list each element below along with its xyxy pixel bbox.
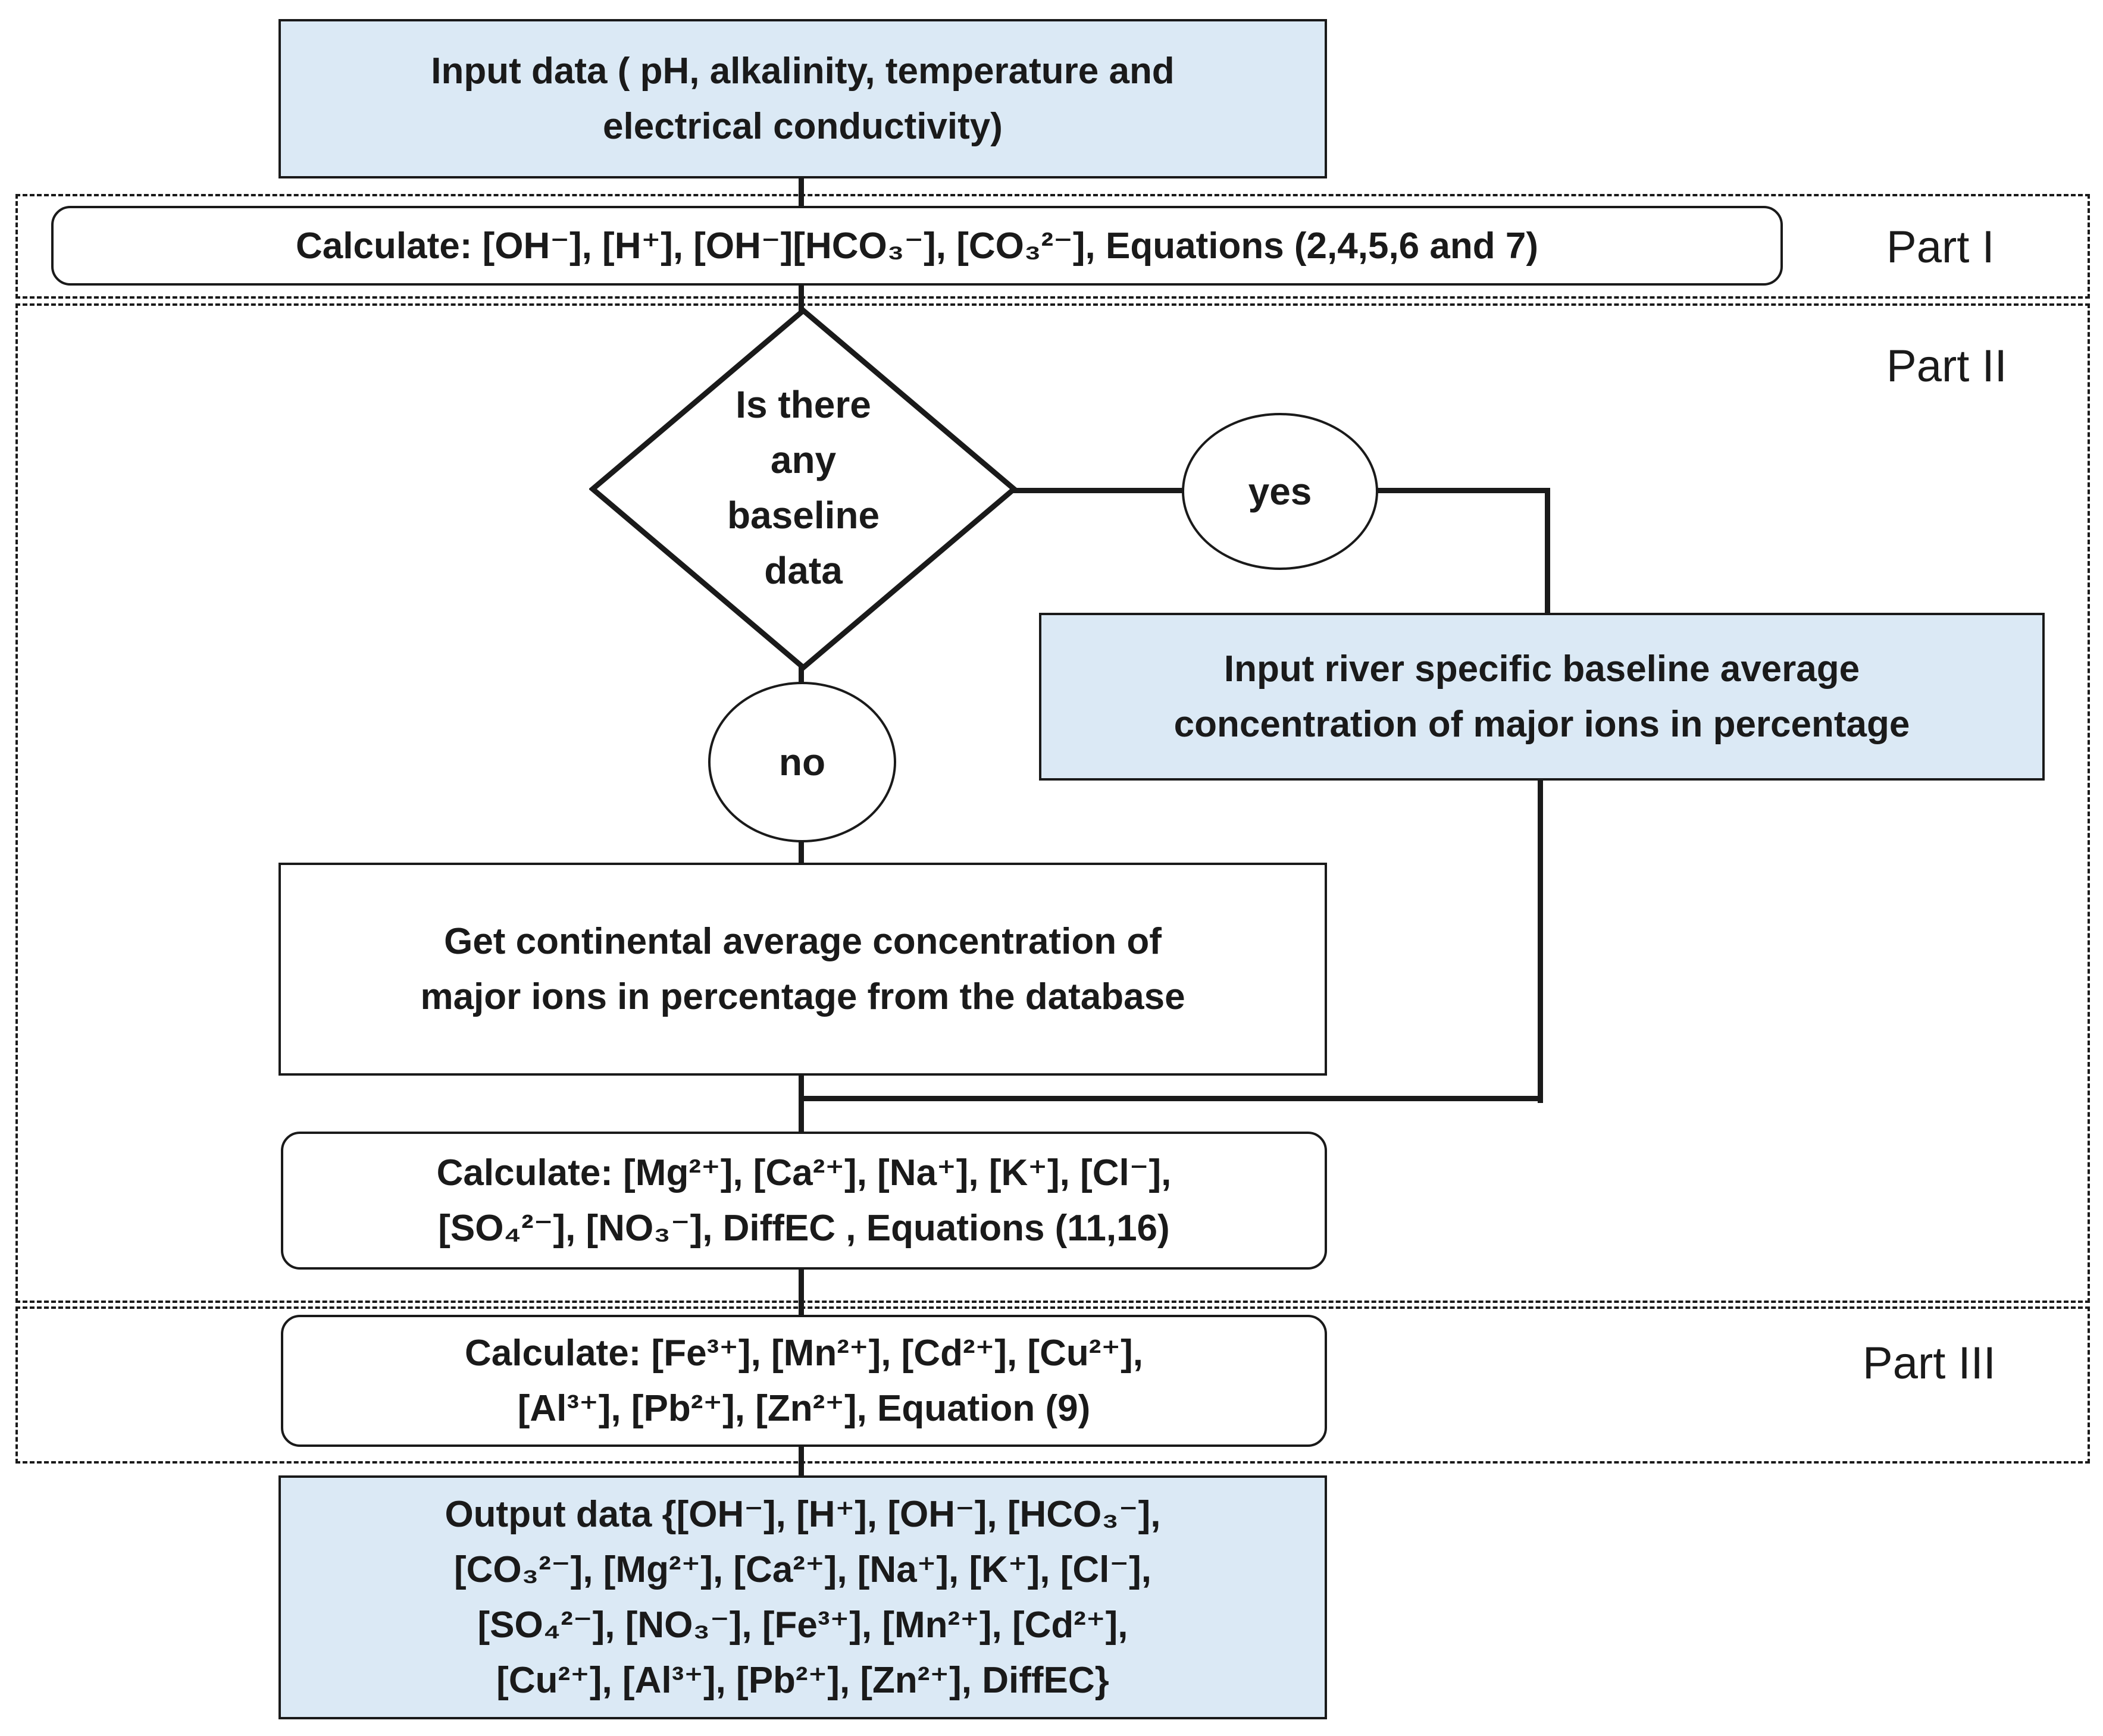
connector-baseline-down xyxy=(1538,779,1543,1103)
continental-average-line2: major ions in percentage from the databa… xyxy=(420,976,1185,1017)
output-data-line3: [SO₄²⁻], [NO₃⁻], [Fe³⁺], [Mn²⁺], [Cd²⁺], xyxy=(477,1605,1128,1646)
output-data-line2: [CO₃²⁻], [Mg²⁺], [Ca²⁺], [Na⁺], [K⁺], [C… xyxy=(453,1549,1151,1590)
no-ellipse: no xyxy=(708,682,896,842)
decision-text: Is there any baseline data xyxy=(678,369,928,607)
decision-line3: baseline xyxy=(727,494,880,537)
connector-decision-to-no xyxy=(799,665,804,687)
connector-yes-right xyxy=(1377,488,1550,493)
input-data-box: Input data ( pH, alkalinity, temperature… xyxy=(278,19,1327,178)
calculate-part1-box: Calculate: [OH⁻], [H⁺], [OH⁻][HCO₃⁻], [C… xyxy=(51,206,1783,286)
connector-yes-down xyxy=(1545,488,1550,613)
part2-section xyxy=(15,303,2090,1303)
connector-decision-to-yes xyxy=(1013,488,1185,493)
connector-continental-to-calc2 xyxy=(799,1073,804,1133)
yes-ellipse: yes xyxy=(1182,413,1378,570)
calculate-part2-line2: [SO₄²⁻], [NO₃⁻], DiffEC , Equations (11,… xyxy=(438,1208,1170,1249)
connector-calc3-to-output xyxy=(799,1443,804,1477)
connector-calc1-to-decision xyxy=(799,283,804,313)
connector-merge-horizontal xyxy=(799,1096,1543,1101)
output-data-line4: [Cu²⁺], [Al³⁺], [Pb²⁺], [Zn²⁺], DiffEC} xyxy=(496,1660,1109,1701)
decision-line2: any xyxy=(770,438,837,482)
output-data-line1: Output data {[OH⁻], [H⁺], [OH⁻], [HCO₃⁻]… xyxy=(445,1494,1161,1535)
calculate-part3-line1: Calculate: [Fe³⁺], [Mn²⁺], [Cd²⁺], [Cu²⁺… xyxy=(465,1333,1143,1374)
calculate-part2-line1: Calculate: [Mg²⁺], [Ca²⁺], [Na⁺], [K⁺], … xyxy=(436,1152,1172,1193)
part3-label: Part III xyxy=(1863,1338,1996,1389)
calculate-part2-box: Calculate: [Mg²⁺], [Ca²⁺], [Na⁺], [K⁺], … xyxy=(281,1132,1327,1270)
decision-line4: data xyxy=(764,549,843,592)
continental-average-line1: Get continental average concentration of xyxy=(444,921,1162,962)
calculate-part3-line2: [Al³⁺], [Pb²⁺], [Zn²⁺], Equation (9) xyxy=(517,1388,1091,1429)
no-label: no xyxy=(778,741,826,784)
river-baseline-line1: Input river specific baseline average xyxy=(1223,648,1860,690)
connector-no-to-continental xyxy=(799,840,804,863)
connector-calc2-to-calc3 xyxy=(799,1267,804,1315)
decision-diamond xyxy=(589,307,1018,671)
river-baseline-box: Input river specific baseline average co… xyxy=(1039,613,2045,781)
continental-average-box: Get continental average concentration of… xyxy=(278,863,1327,1076)
part1-section xyxy=(15,194,2090,299)
connector-input-to-calc1 xyxy=(799,176,804,206)
calculate-part1-text: Calculate: [OH⁻], [H⁺], [OH⁻][HCO₃⁻], [C… xyxy=(296,225,1538,267)
input-data-line1: Input data ( pH, alkalinity, temperature… xyxy=(431,51,1175,92)
output-data-box: Output data {[OH⁻], [H⁺], [OH⁻], [HCO₃⁻]… xyxy=(278,1475,1327,1719)
yes-label: yes xyxy=(1248,470,1312,513)
input-data-line2: electrical conductivity) xyxy=(603,106,1003,147)
part3-section xyxy=(15,1306,2090,1464)
part2-label: Part II xyxy=(1886,341,2007,391)
decision-line1: Is there xyxy=(736,383,871,427)
part1-label: Part I xyxy=(1886,222,1995,272)
calculate-part3-box: Calculate: [Fe³⁺], [Mn²⁺], [Cd²⁺], [Cu²⁺… xyxy=(281,1315,1327,1447)
river-baseline-line2: concentration of major ions in percentag… xyxy=(1173,704,1910,745)
